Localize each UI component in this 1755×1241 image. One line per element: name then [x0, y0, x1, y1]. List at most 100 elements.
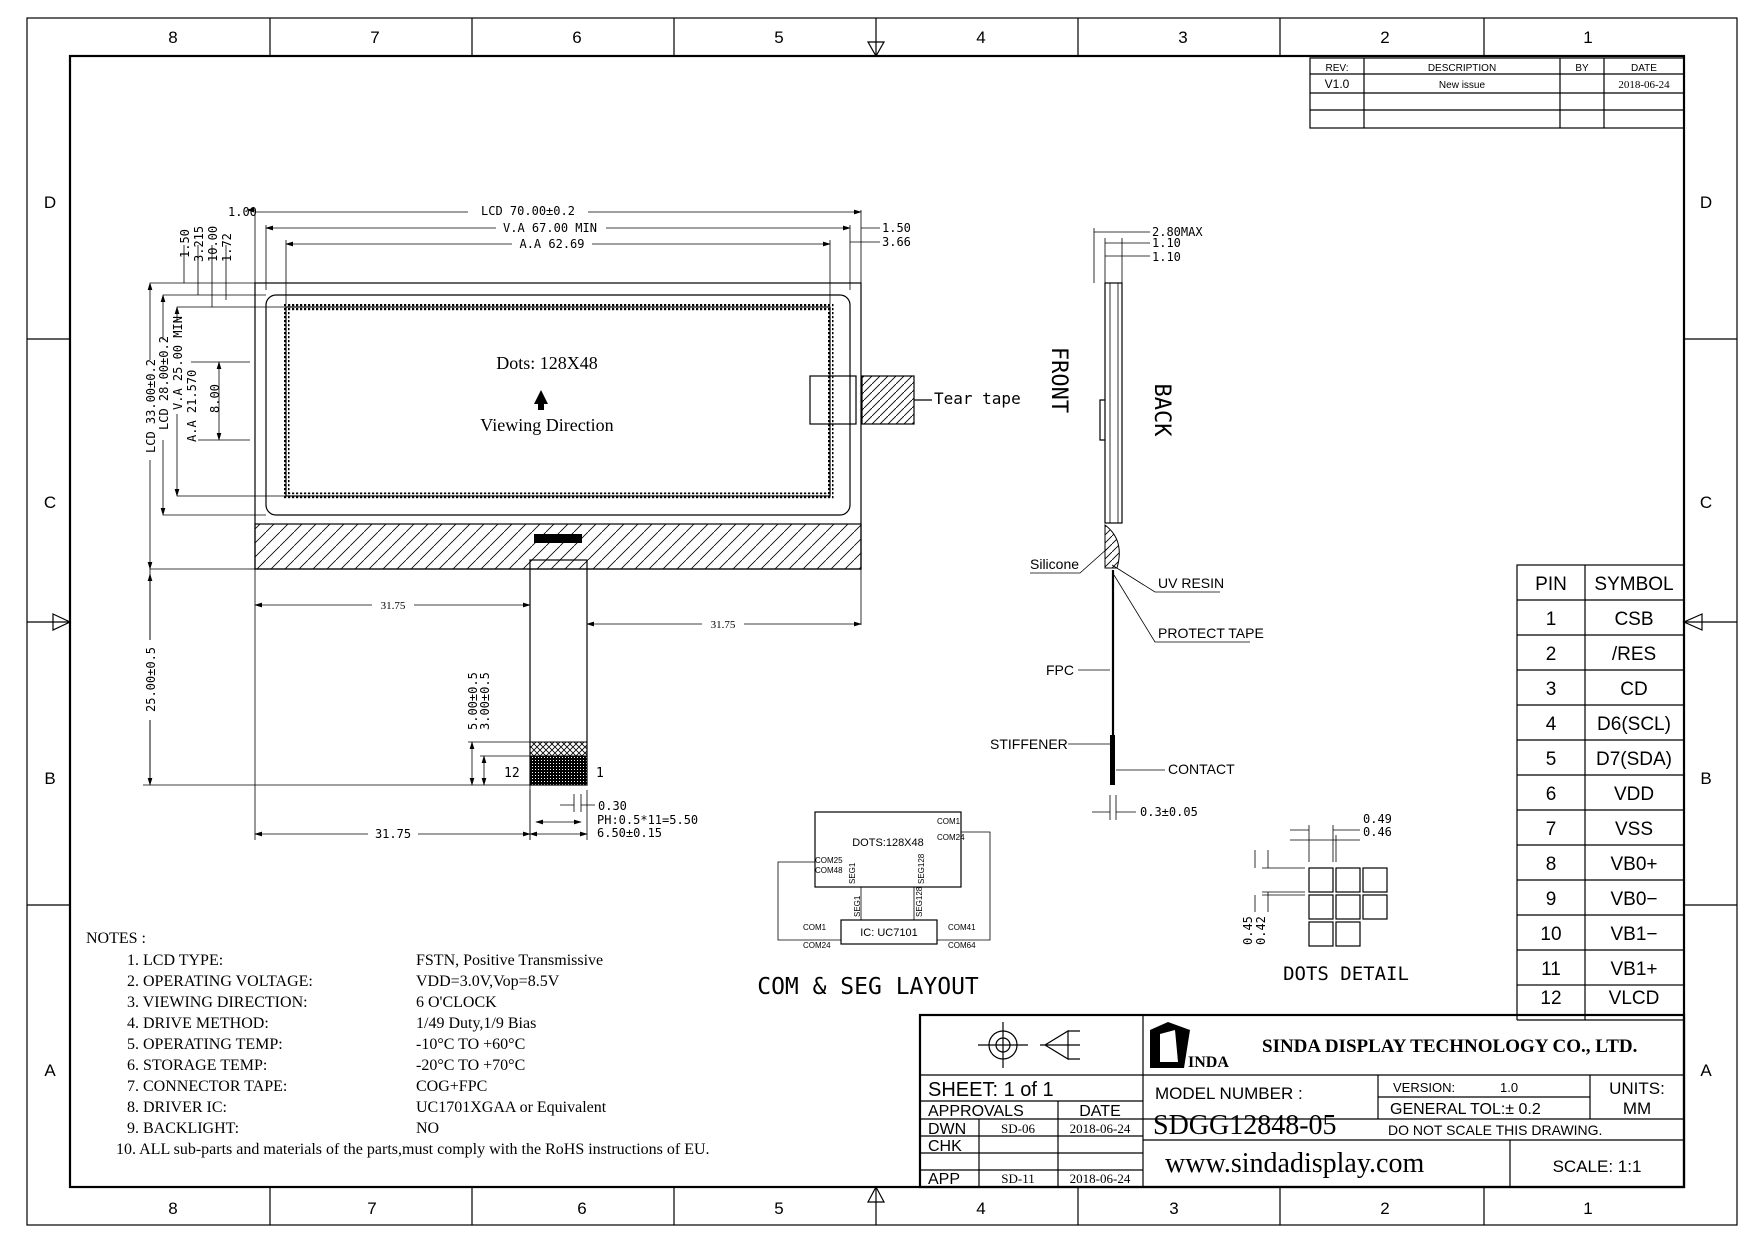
svg-text:IC: UC7101: IC: UC7101 [860, 927, 917, 939]
dim-lcd-33: LCD 33.00±0.2 [144, 359, 158, 453]
up-arrow-icon [534, 390, 548, 404]
dim-1-00: 1.00 [228, 205, 257, 219]
svg-text:-10°C TO +60°C: -10°C TO +60°C [416, 1036, 525, 1053]
by-header: BY [1575, 63, 1589, 74]
svg-text:COM25: COM25 [815, 856, 843, 865]
svg-text:7. CONNECTOR TAPE:: 7. CONNECTOR TAPE: [127, 1078, 287, 1095]
fpc-label: FPC [1046, 662, 1074, 678]
dim-0-42: 0.42 [1254, 916, 1268, 945]
lcd-side-view: 2.80MAX 1.10 1.10 FRONT BACK Silicone UV… [990, 225, 1264, 820]
zone-dividers [27, 18, 1737, 1225]
dim-1-72: 1.72 [220, 233, 234, 262]
svg-text:7: 7 [367, 1199, 376, 1218]
dots-label: Dots: 128X48 [496, 353, 598, 373]
svg-text:5: 5 [1546, 749, 1557, 770]
rev-date: 2018-06-24 [1618, 79, 1670, 91]
model-number: SDGG12848-05 [1153, 1110, 1337, 1141]
zone-labels-side: D C B A D C B A [44, 193, 1712, 1080]
svg-text:VSS: VSS [1615, 819, 1653, 840]
svg-text:B: B [1700, 769, 1711, 788]
no-scale-note: DO NOT SCALE THIS DRAWING. [1388, 1122, 1602, 1138]
svg-text:2018-06-24: 2018-06-24 [1070, 1171, 1131, 1186]
svg-text:VB1−: VB1− [1610, 924, 1657, 945]
svg-text:4: 4 [976, 1199, 985, 1218]
svg-text:CHK: CHK [928, 1138, 962, 1155]
svg-text:6 O'CLOCK: 6 O'CLOCK [416, 994, 497, 1011]
dim-lcd-28: LCD 28.00±0.2 [157, 336, 171, 430]
website: www.sindadisplay.com [1165, 1148, 1424, 1179]
dim-1-10-b: 1.10 [1152, 250, 1181, 264]
svg-text:11: 11 [1541, 959, 1561, 980]
dots-detail-title: DOTS DETAIL [1283, 963, 1409, 985]
notes-heading: NOTES : [86, 930, 146, 947]
svg-text:COM24: COM24 [937, 833, 965, 842]
dot-border [282, 303, 834, 500]
svg-text:COM1: COM1 [937, 817, 961, 826]
dim-8-00: 8.00 [208, 384, 222, 413]
svg-text:5: 5 [774, 28, 783, 47]
rev-value: V1.0 [1325, 77, 1350, 91]
contact-label: CONTACT [1168, 761, 1235, 777]
stiffener [1110, 735, 1115, 785]
dim-0-3: 0.3±0.05 [1140, 805, 1198, 819]
front-glass [1104, 282, 1123, 524]
tear-tape-base [809, 375, 857, 425]
notes: NOTES : 1. LCD TYPE: FSTN, Positive Tran… [86, 930, 710, 1158]
svg-text:1: 1 [1583, 28, 1592, 47]
pin-header: PIN [1535, 574, 1567, 595]
svg-text:COM41: COM41 [948, 923, 976, 932]
date-header: DATE [1631, 63, 1657, 74]
zone-labels-bottom: 8 7 6 5 4 3 2 1 [168, 1199, 1592, 1218]
tolerance: GENERAL TOL:± 0.2 [1390, 1101, 1541, 1118]
dots-detail: 0.49 0.46 0.45 0.42 DOTS DETAIL [1241, 812, 1409, 985]
version-label: VERSION: [1393, 1080, 1455, 1095]
svg-text:/RES: /RES [1612, 644, 1656, 665]
dim-0-49: 0.49 [1363, 812, 1392, 826]
viewing-direction: Viewing Direction [480, 415, 613, 435]
svg-text:VDD=3.0V,Vop=8.5V: VDD=3.0V,Vop=8.5V [416, 973, 560, 990]
dim-31-75-c: 31.75 [375, 827, 411, 841]
svg-text:VB1+: VB1+ [1610, 959, 1657, 980]
svg-text:8: 8 [168, 28, 177, 47]
svg-text:D: D [1700, 193, 1712, 212]
viewing-area [265, 294, 851, 516]
svg-text:8. DRIVER IC:: 8. DRIVER IC: [127, 1099, 227, 1116]
svg-text:VDD: VDD [1614, 784, 1654, 805]
svg-text:3: 3 [1178, 28, 1187, 47]
description-header: DESCRIPTION [1428, 63, 1496, 74]
company-name: SINDA DISPLAY TECHNOLOGY CO., LTD. [1262, 1036, 1637, 1057]
svg-text:10. ALL sub-parts and material: 10. ALL sub-parts and materials of the p… [116, 1141, 710, 1158]
silicone-label: Silicone [1030, 556, 1079, 572]
svg-text:CSB: CSB [1614, 609, 1653, 630]
rev-header: REV: [1326, 63, 1349, 74]
svg-text:-20°C TO +70°C: -20°C TO +70°C [416, 1057, 525, 1074]
svg-text:5: 5 [774, 1199, 783, 1218]
svg-text:COM48: COM48 [815, 866, 843, 875]
svg-text:SD-11: SD-11 [1001, 1171, 1034, 1186]
svg-text:SEG1: SEG1 [848, 862, 857, 884]
dim-0-30: 0.30 [598, 799, 627, 813]
svg-text:7: 7 [370, 28, 379, 47]
svg-text:6: 6 [577, 1199, 586, 1218]
svg-text:1/49 Duty,1/9 Bias: 1/49 Duty,1/9 Bias [416, 1015, 536, 1032]
units-value: MM [1623, 1099, 1651, 1118]
inner-border [68, 54, 1686, 1189]
dim-10-00: 10.00 [206, 226, 220, 262]
svg-text:12: 12 [1540, 988, 1561, 1009]
active-area [285, 306, 831, 497]
svg-text:DWN: DWN [928, 1121, 966, 1138]
svg-text:2: 2 [1380, 1199, 1389, 1218]
back-label: BACK [1149, 384, 1174, 438]
svg-text:5. OPERATING TEMP:: 5. OPERATING TEMP: [127, 1036, 283, 1053]
svg-text:UC1701XGAA or Equivalent: UC1701XGAA or Equivalent [416, 1099, 607, 1116]
units-label: UNITS: [1609, 1079, 1665, 1098]
tear-tape [861, 375, 915, 425]
dim-31-75-b: 31.75 [711, 619, 736, 631]
svg-text:C: C [1700, 493, 1712, 512]
svg-text:10: 10 [1540, 924, 1561, 945]
svg-text:3. VIEWING DIRECTION:: 3. VIEWING DIRECTION: [127, 994, 308, 1011]
svg-text:SEG1: SEG1 [853, 895, 862, 917]
svg-text:VLCD: VLCD [1609, 988, 1660, 1009]
centering-marks [52, 41, 1703, 1203]
